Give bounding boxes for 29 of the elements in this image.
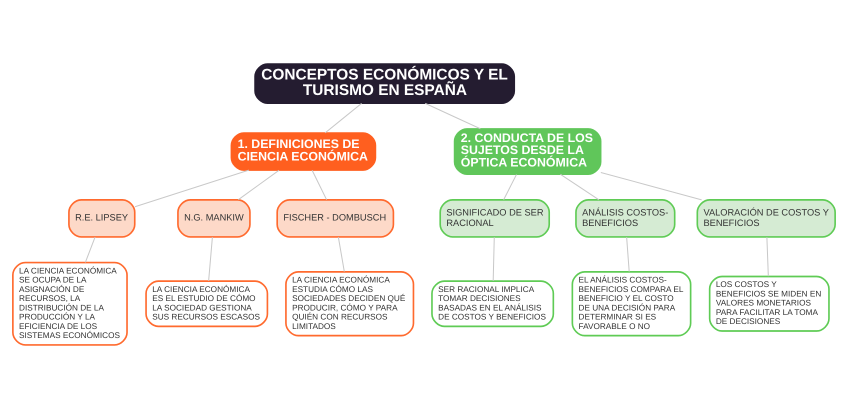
connector <box>492 237 495 281</box>
node-box: R.E. LIPSEY <box>68 199 136 238</box>
connector <box>238 170 280 200</box>
node-box: LA CIENCIA ECONÓMICA ES EL ESTUDIO DE CÓMO LA SOCIEDAD GESTIONA SUS RECURSOS ESCASOS <box>145 280 268 328</box>
connector <box>503 174 517 200</box>
node-box: LA CIENCIA ECONÓMICA SE OCUPA DE LA ASIGNACIÓN DE RECURSOS, LA DISTRIBUCIÓN DE LA PRODUCCIÓN Y LA EFICIENCIA DE LOS SISTEMAS ECONÓMICOS <box>12 262 128 346</box>
connector <box>425 102 481 130</box>
connector <box>84 236 96 263</box>
connector <box>338 237 345 272</box>
node-box: LA CIENCIA ECONÓMICA ESTUDIA CÓMO LAS SOCIEDADES DECIDEN QUÉ PRODUCIR, CÓMO Y PARA QUIÉN CON RECURSOS LIMITADOS <box>285 271 414 336</box>
connector <box>626 237 630 272</box>
node-box: 1. DEFINICIONES DE CIENCIA ECONÓMICA <box>230 132 376 171</box>
node-box: 2. CONDUCTA DE LOS SUJETOS DESDE LA ÓPTICA ECONÓMICA <box>454 128 602 175</box>
connector <box>600 172 702 200</box>
node-box: FISCHER - DOMBUSCH <box>276 199 394 238</box>
node-box: VALORACIÓN DE COSTOS Y BENEFICIOS <box>696 199 836 238</box>
connector <box>208 237 213 281</box>
connector <box>766 237 769 276</box>
node-box: LOS COSTOS Y BENEFICIOS SE MIDEN EN VALORES MONETARIOS PARA FACILITAR LA TOMA DE DECISIONES <box>708 276 830 332</box>
node-box: ANÁLISIS COSTOS-BENEFICIOS <box>575 199 676 238</box>
node-box: EL ANÁLISIS COSTOS-BENEFICIOS COMPARA EL BENEFICIO Y EL COSTO DE UNA DECISIÓN PARA DETERMINAR SI ES FAVORABLE O NO <box>572 271 692 336</box>
connector <box>312 170 328 200</box>
connector <box>560 174 600 200</box>
node-box: SER RACIONAL IMPLICA TOMAR DECISIONES BASADAS EN EL ANÁLISIS DE COSTOS Y BENEFICIOS <box>431 280 554 328</box>
connector <box>134 170 250 208</box>
node-box: CONCEPTOS ECONÓMICOS Y EL TURISMO EN ESPAÑA <box>254 63 516 104</box>
node-box: SIGNIFICADO DE SER RACIONAL <box>439 199 550 238</box>
connector <box>324 102 362 134</box>
node-box: N.G. MANKIW <box>177 199 251 238</box>
